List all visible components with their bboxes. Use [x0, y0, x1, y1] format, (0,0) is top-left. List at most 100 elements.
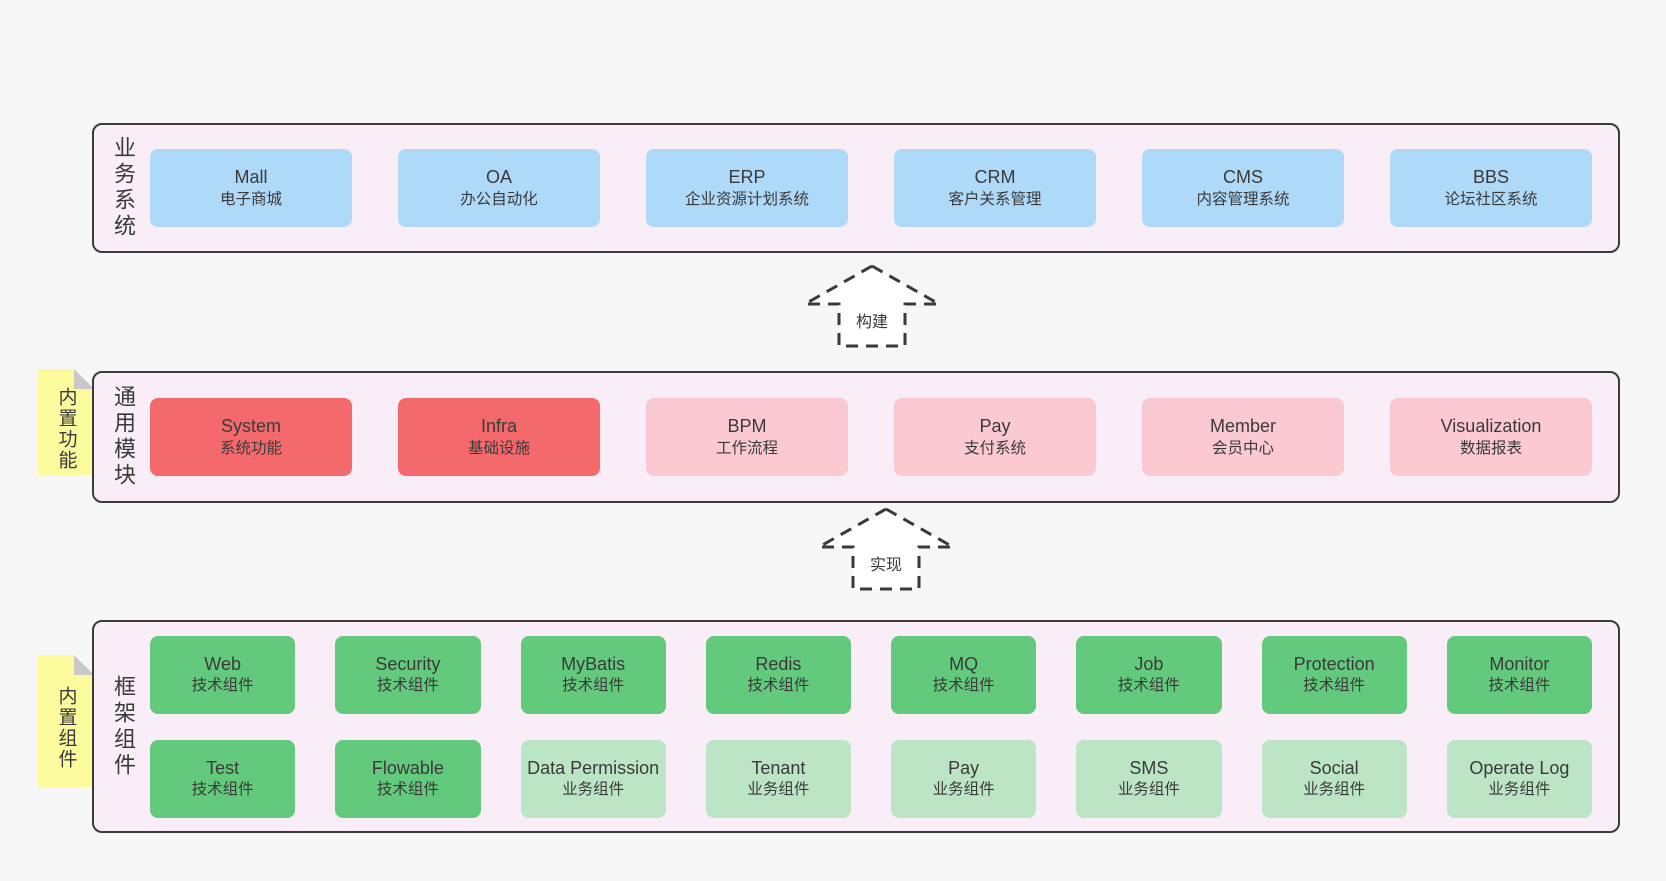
box-system: System 系统功能	[150, 398, 352, 476]
box-title: Visualization	[1440, 416, 1542, 437]
box-flowable: Flowable 技术组件	[335, 739, 481, 818]
common-modules-row: System 系统功能 Infra 基础设施 BPM 工作流程 Pay 支付系统…	[94, 373, 1618, 501]
box-title: ERP	[728, 167, 766, 188]
arrow-implement: 实现	[816, 506, 956, 592]
box-test: Test 技术组件	[150, 739, 296, 818]
box-pay-component: Pay 业务组件	[891, 739, 1037, 818]
box-title: Monitor	[1489, 653, 1550, 674]
sticky-note-label: 内置功能	[55, 387, 77, 471]
box-subtitle: 基础设施	[467, 439, 530, 457]
layer-framework-components: 框架组件 Web 技术组件 Security 技术组件 MyBatis 技术组件…	[92, 620, 1620, 833]
box-subtitle: 业务组件	[1303, 781, 1366, 799]
sticky-note-label: 内置组件	[55, 686, 77, 770]
box-cms: CMS 内容管理系统	[1142, 149, 1344, 227]
sticky-note-built-in-functions: 内置功能	[38, 369, 94, 475]
box-title: Test	[206, 757, 240, 778]
up-arrow-icon	[802, 264, 942, 348]
box-subtitle: 技术组件	[376, 781, 439, 799]
framework-components-row-2: Test 技术组件 Flowable 技术组件 Data Permission …	[150, 739, 1592, 818]
box-erp: ERP 企业资源计划系统	[646, 149, 848, 227]
box-title: OA	[485, 167, 512, 188]
box-title: Redis	[755, 653, 802, 674]
up-arrow-icon	[816, 507, 956, 591]
box-subtitle: 企业资源计划系统	[684, 190, 809, 208]
box-subtitle: 技术组件	[1117, 677, 1180, 695]
box-subtitle: 工作流程	[715, 439, 778, 457]
box-subtitle: 业务组件	[1488, 781, 1551, 799]
layer-label-business-systems: 业务系统	[111, 136, 136, 240]
box-title: Web	[204, 653, 241, 674]
box-bpm: BPM 工作流程	[646, 398, 848, 476]
layer-common-modules: 通用模块 System 系统功能 Infra 基础设施 BPM 工作流程 Pay…	[92, 371, 1620, 503]
box-mq: MQ 技术组件	[891, 635, 1037, 714]
box-redis: Redis 技术组件	[705, 635, 851, 714]
box-social: Social 业务组件	[1261, 739, 1407, 818]
box-subtitle: 电子商城	[219, 190, 282, 208]
box-title: Flowable	[371, 757, 444, 778]
box-subtitle: 业务组件	[562, 781, 625, 799]
box-monitor: Monitor 技术组件	[1446, 635, 1592, 714]
box-subtitle: 技术组件	[191, 781, 254, 799]
box-title: Job	[1134, 653, 1164, 674]
box-subtitle: 技术组件	[1488, 677, 1551, 695]
box-title: MQ	[949, 653, 979, 674]
box-job: Job 技术组件	[1076, 635, 1222, 714]
box-title: Pay	[979, 416, 1011, 437]
box-subtitle: 论坛社区系统	[1444, 190, 1538, 208]
box-subtitle: 会员中心	[1211, 439, 1274, 457]
box-title: Pay	[948, 757, 980, 778]
folded-corner-icon	[74, 655, 94, 675]
box-subtitle: 客户关系管理	[948, 190, 1042, 208]
box-oa: OA 办公自动化	[398, 149, 600, 227]
box-title: Mall	[234, 167, 268, 188]
box-security: Security 技术组件	[335, 635, 481, 714]
box-subtitle: 技术组件	[747, 677, 810, 695]
box-subtitle: 技术组件	[376, 677, 439, 695]
box-crm: CRM 客户关系管理	[894, 149, 1096, 227]
box-data-permission: Data Permission 业务组件	[520, 739, 666, 818]
box-subtitle: 业务组件	[1117, 781, 1180, 799]
box-protection: Protection 技术组件	[1261, 635, 1407, 714]
box-web: Web 技术组件	[150, 635, 296, 714]
box-subtitle: 业务组件	[747, 781, 810, 799]
box-subtitle: 技术组件	[562, 677, 625, 695]
box-title: System	[220, 416, 281, 437]
arrow-label: 实现	[867, 551, 905, 575]
sticky-note-built-in-components: 内置组件	[38, 655, 94, 787]
box-title: Operate Log	[1469, 757, 1570, 778]
box-title: Protection	[1293, 653, 1375, 674]
box-subtitle: 业务组件	[932, 781, 995, 799]
layer-business-systems: 业务系统 Mall 电子商城 OA 办公自动化 ERP 企业资源计划系统 CRM…	[92, 123, 1620, 253]
box-title: Social	[1309, 757, 1359, 778]
box-subtitle: 技术组件	[932, 677, 995, 695]
box-title: Security	[375, 653, 441, 674]
arrow-build: 构建	[802, 263, 942, 349]
framework-components-row-1: Web 技术组件 Security 技术组件 MyBatis 技术组件 Redi…	[150, 635, 1592, 714]
box-title: BBS	[1472, 167, 1510, 188]
folded-corner-icon	[74, 369, 94, 389]
box-subtitle: 内容管理系统	[1196, 190, 1290, 208]
box-infra: Infra 基础设施	[398, 398, 600, 476]
box-subtitle: 支付系统	[963, 439, 1026, 457]
box-title: BPM	[727, 416, 767, 437]
box-member: Member 会员中心	[1142, 398, 1344, 476]
arrow-label: 构建	[853, 308, 891, 332]
box-subtitle: 技术组件	[191, 677, 254, 695]
box-subtitle: 数据报表	[1459, 439, 1522, 457]
box-title: SMS	[1129, 757, 1169, 778]
framework-components-grid: Web 技术组件 Security 技术组件 MyBatis 技术组件 Redi…	[94, 622, 1618, 831]
box-title: Tenant	[751, 757, 806, 778]
box-bbs: BBS 论坛社区系统	[1390, 149, 1592, 227]
box-visualization: Visualization 数据报表	[1390, 398, 1592, 476]
box-subtitle: 技术组件	[1303, 677, 1366, 695]
box-title: Member	[1209, 416, 1276, 437]
box-title: Data Permission	[527, 757, 660, 778]
box-subtitle: 系统功能	[219, 439, 282, 457]
box-mybatis: MyBatis 技术组件	[520, 635, 666, 714]
box-mall: Mall 电子商城	[150, 149, 352, 227]
box-subtitle: 办公自动化	[460, 190, 538, 208]
box-tenant: Tenant 业务组件	[705, 739, 851, 818]
box-title: Infra	[480, 416, 518, 437]
layer-label-common-modules: 通用模块	[111, 385, 136, 489]
box-title: CRM	[974, 167, 1016, 188]
